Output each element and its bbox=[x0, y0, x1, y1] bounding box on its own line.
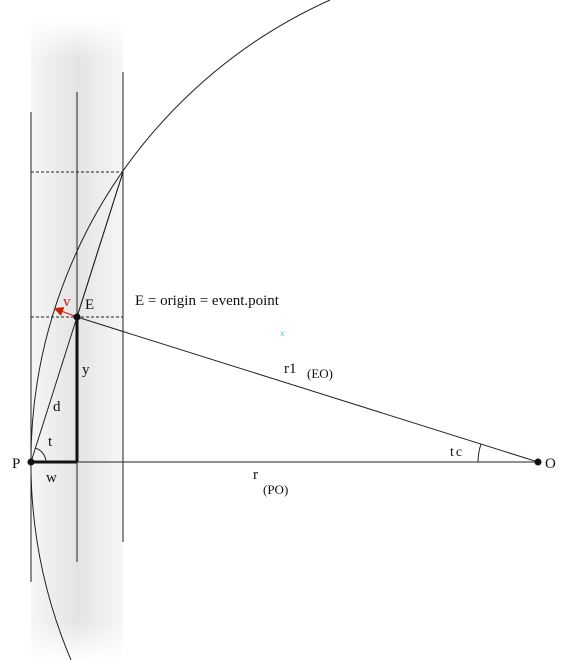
point-p-dot bbox=[27, 458, 35, 466]
line-eo bbox=[76, 316, 539, 463]
angle-arc-tc bbox=[477, 443, 482, 463]
velocity-arrow bbox=[53, 307, 78, 318]
label-w: w bbox=[46, 470, 57, 486]
label-d: d bbox=[53, 399, 61, 415]
angle-arc-t bbox=[34, 447, 47, 463]
caption-origin: E = origin = event.point bbox=[135, 293, 280, 309]
label-v: v bbox=[63, 294, 71, 310]
label-r1: r1 bbox=[284, 361, 297, 377]
small-marker: x bbox=[280, 329, 285, 338]
label-o: O bbox=[545, 456, 556, 472]
label-r: r bbox=[253, 467, 258, 483]
label-r-subscript: (PO) bbox=[263, 482, 288, 497]
label-r1-subscript: (EO) bbox=[307, 366, 333, 381]
label-t: t bbox=[48, 434, 53, 450]
line-e-to-top bbox=[76, 171, 124, 318]
circle-arc bbox=[30, 0, 331, 660]
label-y: y bbox=[82, 362, 90, 378]
label-p: P bbox=[12, 456, 20, 472]
label-tc: tc bbox=[450, 445, 464, 460]
point-o-dot bbox=[534, 458, 542, 466]
point-e-dot bbox=[73, 313, 81, 321]
label-e: E bbox=[85, 297, 94, 313]
